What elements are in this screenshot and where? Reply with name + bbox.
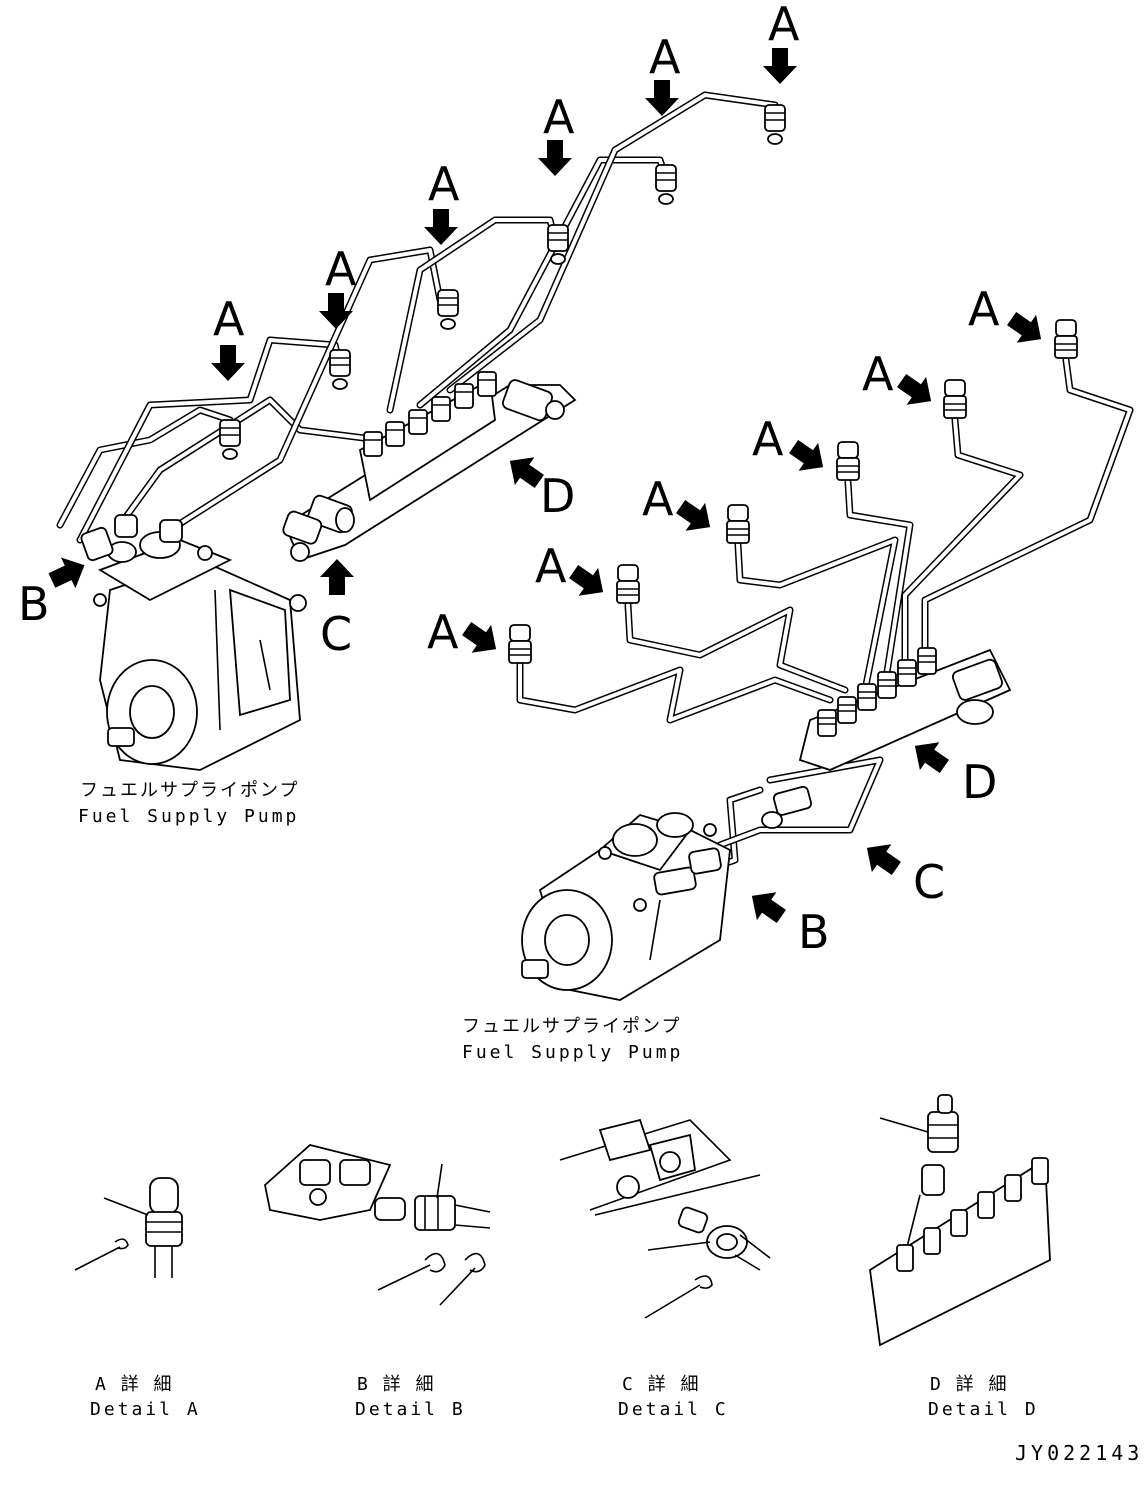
callout-label-a: A bbox=[427, 605, 459, 659]
callout-label-b: B bbox=[798, 905, 830, 959]
arrow-icon bbox=[320, 559, 354, 595]
detail-c-view bbox=[559, 1118, 771, 1319]
detail-d-view bbox=[869, 1094, 1051, 1347]
callout-label-a: A bbox=[862, 347, 894, 401]
callout-label-a: A bbox=[642, 472, 674, 526]
arrow-icon bbox=[789, 439, 824, 471]
callout-label-a: A bbox=[535, 539, 567, 593]
detail-a-caption-jp: A 詳 細 bbox=[95, 1374, 174, 1395]
arrow-icon bbox=[48, 557, 85, 589]
right-injector-fittings bbox=[508, 319, 1078, 664]
right-assembly bbox=[508, 319, 1134, 1001]
arrow-icon bbox=[645, 80, 679, 116]
right-fuel-supply-pump bbox=[521, 812, 731, 1001]
pump-caption-jp: フュエルサプライポンプ bbox=[462, 1016, 681, 1037]
left-fuel-pipes bbox=[56, 91, 779, 544]
detail-c-caption-jp: C 詳 細 bbox=[622, 1374, 701, 1395]
arrow-icon bbox=[538, 140, 572, 176]
right-common-rail bbox=[761, 647, 1012, 829]
drawing-code: JY022143 bbox=[1015, 1441, 1143, 1465]
callout-arrows bbox=[48, 48, 1042, 924]
detail-b-caption-jp: B 詳 細 bbox=[357, 1374, 436, 1395]
left-common-rail bbox=[282, 371, 577, 562]
detail-d-caption-jp: D 詳 細 bbox=[930, 1374, 1009, 1395]
callout-label-a: A bbox=[428, 157, 460, 211]
arrow-icon bbox=[914, 742, 949, 774]
detail-d-caption-en: Detail D bbox=[928, 1399, 1039, 1420]
callout-label-a: A bbox=[649, 30, 681, 84]
callout-label-a: A bbox=[213, 292, 245, 346]
right-fuel-pipes bbox=[516, 356, 1134, 884]
callout-label-c: C bbox=[913, 855, 945, 909]
pump-caption-en: Fuel Supply Pump bbox=[462, 1042, 683, 1063]
pump-caption-en: Fuel Supply Pump bbox=[78, 806, 299, 827]
arrow-icon bbox=[462, 621, 497, 653]
callout-label-a: A bbox=[543, 90, 575, 144]
callout-label-a: A bbox=[968, 282, 1000, 336]
callout-label-a: A bbox=[752, 412, 784, 466]
arrow-icon bbox=[424, 209, 458, 245]
left-assembly bbox=[56, 91, 786, 771]
detail-a-caption-en: Detail A bbox=[90, 1399, 201, 1420]
arrow-icon bbox=[211, 345, 245, 381]
arrow-icon bbox=[866, 844, 901, 876]
arrow-icon bbox=[569, 564, 604, 596]
arrow-icon bbox=[509, 457, 544, 489]
callout-label-d: D bbox=[962, 755, 997, 809]
arrow-icon bbox=[319, 293, 353, 329]
callout-label-c: C bbox=[320, 607, 352, 661]
arrow-icon bbox=[1007, 311, 1042, 343]
detail-a-view bbox=[74, 1177, 183, 1278]
detail-b-view bbox=[264, 1144, 491, 1306]
callout-label-d: D bbox=[540, 469, 575, 523]
detail-c-caption-en: Detail C bbox=[618, 1399, 729, 1420]
arrow-icon bbox=[897, 373, 932, 405]
pump-caption-jp: フュエルサプライポンプ bbox=[80, 780, 299, 801]
arrow-icon bbox=[751, 892, 786, 924]
arrow-icon bbox=[676, 499, 711, 531]
left-injector-fittings bbox=[219, 104, 786, 460]
callout-label-b: B bbox=[18, 577, 50, 631]
callout-label-a: A bbox=[768, 0, 800, 51]
callout-labels: A A A A A A A A A A A A B B C C D D bbox=[18, 0, 1000, 959]
detail-b-caption-en: Detail B bbox=[355, 1399, 466, 1420]
callout-label-a: A bbox=[325, 242, 357, 296]
left-fuel-supply-pump bbox=[80, 514, 307, 771]
arrow-icon bbox=[763, 48, 797, 84]
